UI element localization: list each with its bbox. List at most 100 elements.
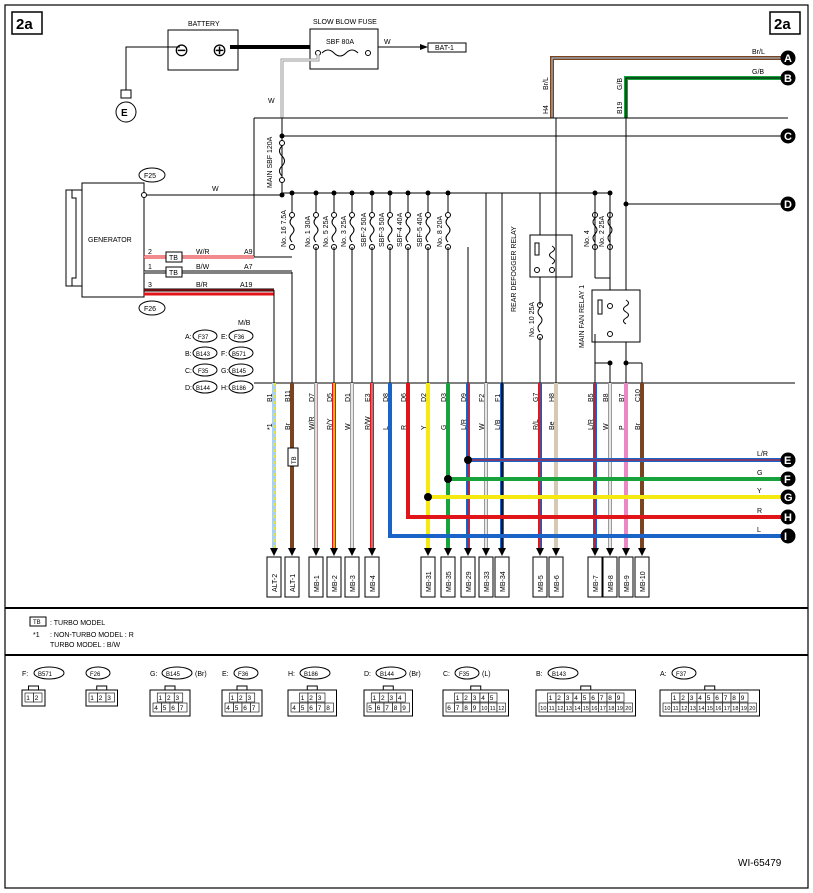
svg-text:1: 1 [148,264,152,271]
svg-text:5: 5 [235,705,239,712]
terminal-wire-color: Br [635,422,642,430]
svg-text:2: 2 [239,695,243,702]
terminal-wire-color: R/W [365,416,372,430]
main-fan-relay-1: MAIN FAN RELAY 1 [579,285,641,348]
svg-text:2a: 2a [16,16,33,33]
bus-letter: I [784,531,787,543]
svg-text:2: 2 [99,695,103,702]
bat1-label: BAT-1 [435,45,454,52]
battery-minus-icon: ⊖ [174,40,189,60]
fuse-4: No. 3 25A [341,190,355,250]
svg-text:2: 2 [464,695,468,702]
terminal-E3: E3R/W MB-4 [364,393,380,598]
svg-text:B/R: B/R [196,282,208,289]
fuse-9: No. 8 20A [437,190,451,250]
slow-blow-fuse-label: SLOW BLOW FUSE [313,19,377,26]
terminal-code: B7 [619,393,626,402]
terminal-destination: MB-29 [466,571,473,592]
terminal-wire-color: P [619,425,626,430]
terminal-code: D6 [401,393,408,402]
bus-f-wire [444,475,788,483]
svg-text:Br/L: Br/L [543,77,550,90]
svg-text:12: 12 [498,706,504,712]
svg-text:9: 9 [473,705,477,712]
terminal-destination: MB-1 [314,575,321,592]
svg-text:W/R: W/R [196,249,210,256]
svg-text:12: 12 [557,706,563,712]
terminal-code: D3 [441,393,448,402]
svg-text:10: 10 [664,706,670,712]
terminal-wire-color: W [603,423,610,430]
svg-text:14: 14 [574,706,580,712]
fuse-3: No. 5 25A [323,190,337,250]
sbf80-label: SBF 80A [326,39,354,46]
svg-text:B19: B19 [617,101,624,114]
svg-text:TB: TB [169,255,178,262]
svg-text:5: 5 [583,695,587,702]
svg-text:2: 2 [381,695,385,702]
svg-text:G:: G: [221,368,228,375]
bus-letter: H [784,512,792,524]
fuse-7: SBF-4 40A [397,190,411,250]
svg-text:2: 2 [557,695,561,702]
svg-text:16: 16 [715,706,721,712]
svg-text:20: 20 [625,706,631,712]
bus-g-wire [424,493,788,501]
svg-text:6: 6 [591,695,595,702]
svg-text:Br/L: Br/L [752,49,765,56]
bus-letter: A [784,53,792,65]
battery: BATTERY ⊖ ⊕ [167,21,239,71]
svg-text:3: 3 [690,695,694,702]
bus-a-wire [550,56,788,118]
terminal-code: E3 [365,393,372,402]
svg-text:8: 8 [732,695,736,702]
svg-text:5: 5 [301,705,305,712]
terminal-code: B11 [285,390,292,402]
svg-text:W: W [384,39,391,46]
svg-text:B145: B145 [232,369,247,375]
terminal-destination: MB-2 [332,575,339,592]
svg-text:A:: A: [185,334,192,341]
terminal-B5: B5L/RMB-7 [587,393,603,598]
terminal-destination: MB-4 [370,575,377,592]
terminal-code: F2 [479,394,486,402]
terminal-wires [272,118,644,548]
svg-text:7: 7 [180,705,184,712]
svg-text:B:: B: [536,671,543,678]
reference-code: WI-65479 [738,858,782,869]
terminal-code: D1 [345,393,352,402]
svg-text:5: 5 [490,695,494,702]
svg-text:1: 1 [456,695,460,702]
fuse-2: No. 1 30A [305,190,319,250]
bus-h-wire [406,383,788,519]
svg-text:15: 15 [583,706,589,712]
svg-text:B571: B571 [38,672,53,678]
terminal-wire-color: R/Y [327,418,334,430]
svg-text:7: 7 [318,705,322,712]
terminal-destination: MB-9 [624,575,631,592]
svg-text:(L): (L) [482,671,491,678]
svg-text:A9: A9 [244,249,253,256]
svg-text:7: 7 [252,705,256,712]
bus-letter: F [784,474,791,486]
svg-text:4: 4 [481,695,485,702]
bus-marker-g: G [780,489,796,505]
terminal-D7: D7W/RMB-1 [308,393,324,598]
svg-text:3: 3 [148,282,152,289]
svg-text:F:: F: [221,351,227,358]
svg-text:12: 12 [681,706,687,712]
svg-text:B571: B571 [232,352,247,358]
svg-text:2: 2 [309,695,313,702]
svg-text:1: 1 [26,695,30,702]
svg-text:D:: D: [364,671,371,678]
